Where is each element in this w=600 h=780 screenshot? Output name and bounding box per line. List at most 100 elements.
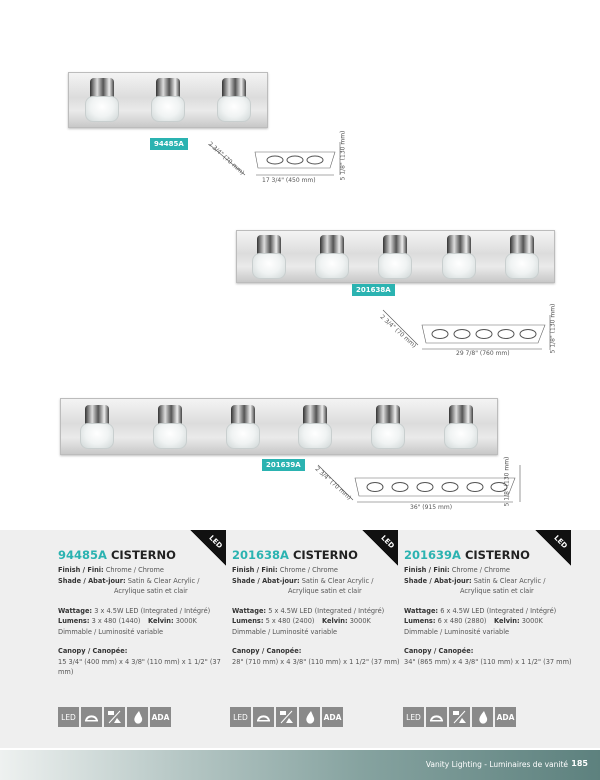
wattage-value: 3 x 4.5W LED (Integrated / Intégré) bbox=[94, 606, 211, 615]
canopy-value: 28" (710 mm) x 4 3/8" (110 mm) x 1 1/2" … bbox=[232, 657, 400, 666]
product-title: 201639A CISTERNO bbox=[404, 548, 579, 562]
section-title: Vanity Lighting - Luminaires de vanité bbox=[425, 760, 568, 769]
fixture-photo-94485A bbox=[68, 72, 268, 128]
product-name: CISTERNO bbox=[110, 548, 176, 562]
finish-value: Chrome / Chrome bbox=[279, 566, 338, 574]
light-shade bbox=[315, 234, 350, 279]
damp-location-icon bbox=[104, 707, 125, 727]
shade-value-fr: Acrylique satin et clair bbox=[288, 587, 362, 595]
feature-icons: LED ADA bbox=[58, 707, 171, 727]
kelvin-label: Kelvin: bbox=[148, 617, 174, 625]
fixture-outline bbox=[317, 464, 521, 503]
product-code: 201638A bbox=[232, 548, 289, 562]
led-icon: LED bbox=[230, 707, 251, 727]
fixture-photo-201638A bbox=[236, 230, 555, 283]
led-icon: LED bbox=[58, 707, 79, 727]
damp-location-icon bbox=[449, 707, 470, 727]
finish-label: Finish / Fini: bbox=[58, 566, 104, 574]
product-name: CISTERNO bbox=[292, 548, 358, 562]
light-shade bbox=[151, 78, 185, 122]
shade-label: Shade / Abat-jour: bbox=[58, 576, 126, 585]
dimmable-icon bbox=[426, 707, 447, 727]
light-shade bbox=[443, 404, 478, 449]
wattage-value: 6 x 4.5W LED (Integrated / Intégré) bbox=[440, 606, 557, 615]
fixture-outline bbox=[382, 309, 551, 350]
page-footer: Vanity Lighting - Luminaires de vanité 1… bbox=[0, 748, 600, 780]
light-shade bbox=[298, 404, 333, 449]
led-badge: LED bbox=[190, 530, 226, 566]
water-drop-icon bbox=[472, 707, 493, 727]
light-shade bbox=[152, 404, 187, 449]
product-name: CISTERNO bbox=[464, 548, 530, 562]
light-shade bbox=[441, 234, 476, 279]
wattage-label: Wattage: bbox=[232, 606, 267, 615]
height-dimension: 5 1/8" (130 mm) bbox=[503, 456, 511, 507]
shade-row: Shade / Abat-jour: Satin & Clear Acrylic… bbox=[232, 576, 407, 587]
shade-row: Shade / Abat-jour: Satin & Clear Acrylic… bbox=[404, 576, 579, 587]
lumens-value: 6 x 480 (2880) bbox=[437, 617, 487, 625]
product-title: 94485A CISTERNO bbox=[58, 548, 233, 562]
height-dimension: 5 1/8" (130 mm) bbox=[549, 303, 557, 354]
light-shade bbox=[370, 404, 405, 449]
page-number: 185 bbox=[571, 759, 588, 768]
height-dimension: 5 1/8" (130 mm) bbox=[339, 130, 347, 181]
light-shade bbox=[505, 234, 540, 279]
dimmable-icon bbox=[81, 707, 102, 727]
kelvin-label: Kelvin: bbox=[322, 617, 348, 625]
finish-label: Finish / Fini: bbox=[404, 566, 450, 574]
shade-value: Satin & Clear Acrylic / bbox=[301, 576, 374, 585]
dimension-diagram bbox=[380, 305, 555, 355]
light-shade bbox=[251, 234, 286, 279]
finish-row: Finish / Fini: Chrome / Chrome bbox=[232, 565, 407, 576]
product-spec-94485A: 94485A CISTERNO Finish / Fini: Chrome / C… bbox=[58, 548, 233, 678]
product-code-label: 201638A bbox=[352, 284, 395, 296]
led-icon: LED bbox=[403, 707, 424, 727]
ada-icon: ADA bbox=[150, 707, 171, 727]
water-drop-icon bbox=[299, 707, 320, 727]
finish-label: Finish / Fini: bbox=[232, 566, 278, 574]
feature-icons: LED ADA bbox=[403, 707, 516, 727]
damp-location-icon bbox=[276, 707, 297, 727]
kelvin-value: 3000K bbox=[175, 617, 197, 625]
lumens-label: Lumens: bbox=[404, 617, 436, 625]
fixture-photo-201639A bbox=[60, 398, 498, 455]
shade-value: Satin & Clear Acrylic / bbox=[473, 576, 546, 585]
light-shade bbox=[85, 78, 119, 122]
ada-icon: ADA bbox=[495, 707, 516, 727]
dimension-diagram bbox=[315, 460, 525, 510]
dimmable-icon bbox=[253, 707, 274, 727]
lumens-label: Lumens: bbox=[58, 617, 90, 625]
lumens-label: Lumens: bbox=[232, 617, 264, 625]
light-shade bbox=[225, 404, 260, 449]
dimmable-note: Dimmable / Luminosité variable bbox=[404, 627, 510, 636]
led-badge: LED bbox=[362, 530, 398, 566]
feature-icons: LED ADA bbox=[230, 707, 343, 727]
shade-value: Satin & Clear Acrylic / bbox=[127, 576, 200, 585]
canopy-label: Canopy / Canopée: bbox=[404, 647, 474, 655]
lumens-value: 3 x 480 (1440) bbox=[91, 617, 141, 625]
wattage-label: Wattage: bbox=[404, 606, 439, 615]
ada-icon: ADA bbox=[322, 707, 343, 727]
shade-value-fr: Acrylique satin et clair bbox=[460, 587, 534, 595]
led-badge: LED bbox=[535, 530, 571, 566]
canopy-value: 34" (865 mm) x 4 3/8" (110 mm) x 1 1/2" … bbox=[404, 657, 572, 666]
product-code-label: 94485A bbox=[150, 138, 188, 150]
shade-value-fr: Acrylique satin et clair bbox=[114, 587, 188, 595]
width-dimension: 29 7/8" (760 mm) bbox=[456, 350, 510, 357]
canopy-label: Canopy / Canopée: bbox=[232, 647, 302, 655]
shade-row: Shade / Abat-jour: Satin & Clear Acrylic… bbox=[58, 576, 233, 587]
canopy-value: 15 3/4" (400 mm) x 4 3/8" (110 mm) x 1 1… bbox=[58, 657, 221, 677]
shade-label: Shade / Abat-jour: bbox=[232, 576, 300, 585]
light-shade bbox=[217, 78, 251, 122]
lumens-value: 5 x 480 (2400) bbox=[265, 617, 315, 625]
width-dimension: 36" (915 mm) bbox=[410, 504, 453, 511]
finish-value: Chrome / Chrome bbox=[105, 566, 164, 574]
light-shade bbox=[80, 404, 115, 449]
kelvin-value: 3000K bbox=[521, 617, 543, 625]
dimmable-note: Dimmable / Luminosité variable bbox=[232, 627, 338, 636]
wattage-value: 5 x 4.5W LED (Integrated / Intégré) bbox=[268, 606, 385, 615]
finish-row: Finish / Fini: Chrome / Chrome bbox=[58, 565, 233, 576]
product-code: 94485A bbox=[58, 548, 107, 562]
water-drop-icon bbox=[127, 707, 148, 727]
